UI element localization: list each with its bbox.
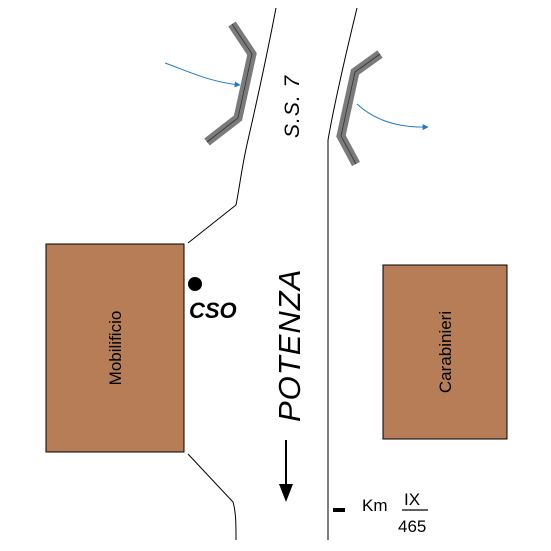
guardrail-left-outline	[206, 23, 253, 143]
flow-arrow-left	[164, 62, 241, 88]
km-roman: IX	[404, 490, 420, 509]
direction-label: POTENZA	[272, 269, 307, 422]
building-mobilificio	[45, 243, 185, 453]
guardrail-right-outline	[340, 53, 381, 165]
km-prefix: Km	[362, 496, 388, 515]
cso-label: CSO	[189, 298, 237, 323]
building-label-mobilificio: Mobilificio	[106, 311, 125, 386]
cso-point-marker	[188, 277, 202, 291]
building-carabinieri	[382, 264, 508, 440]
direction-arrow-head	[279, 484, 293, 502]
road-edge-left	[187, 7, 277, 244]
road-label: S.S. 7	[281, 74, 304, 138]
building-label-carabinieri: Carabinieri	[436, 311, 455, 393]
road-edge-left-lower	[187, 453, 237, 541]
road-edge-right	[327, 7, 358, 540]
km-marker-tick	[333, 508, 345, 512]
km-value: 465	[398, 517, 426, 536]
flow-arrow-right	[356, 103, 429, 131]
